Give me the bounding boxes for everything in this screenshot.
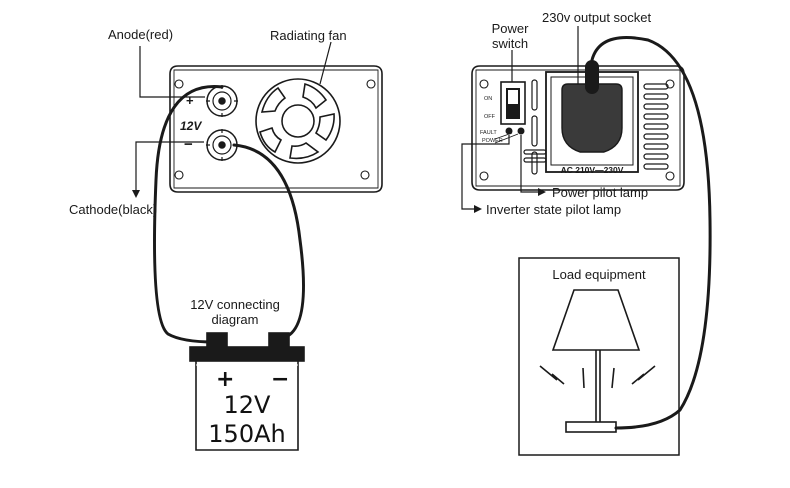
- battery-capacity: 150Ah: [208, 420, 285, 448]
- screw-icon: [479, 171, 489, 181]
- inverter-dc-panel: [169, 65, 383, 193]
- negative-terminal-icon: [206, 129, 238, 161]
- vent-slots: [523, 79, 669, 175]
- radiating-fan-label: Radiating fan: [270, 28, 347, 43]
- screw-icon: [174, 170, 184, 180]
- negative-sign: −: [184, 136, 193, 153]
- screw-icon: [479, 79, 489, 89]
- off-mark: OFF: [484, 114, 496, 120]
- anode-label: Anode(red): [108, 27, 173, 42]
- connecting-diagram-label-line1: 12V connecting: [190, 297, 280, 312]
- fault-lamp-icon: [505, 127, 513, 135]
- load-equipment-label: Load equipment: [552, 267, 646, 282]
- screw-icon: [174, 79, 184, 89]
- power-pilot-lamp-label: Power pilot lamp: [552, 185, 648, 200]
- inverter-state-lamp-label: Inverter state pilot lamp: [486, 202, 621, 217]
- lamp-icon: [539, 289, 656, 433]
- cathode-label: Cathode(black): [69, 202, 157, 217]
- positive-sign: +: [186, 93, 194, 108]
- leader-lines-left: [135, 41, 332, 192]
- screw-icon: [366, 79, 376, 89]
- positive-terminal-icon: [206, 85, 238, 117]
- arrow-icon: [538, 188, 546, 196]
- connecting-diagram-label-line2: diagram: [212, 312, 259, 327]
- power-switch-label-line1: Power: [492, 21, 530, 36]
- output-socket-label: 230v output socket: [542, 10, 652, 25]
- battery-icon: [189, 332, 305, 451]
- power-mark: POWER: [482, 138, 503, 144]
- output-socket[interactable]: [545, 60, 639, 173]
- arrow-icon: [132, 190, 140, 198]
- battery-cables: [153, 85, 305, 344]
- ac-power-cable: [590, 36, 712, 430]
- leader-lines-right: [461, 26, 579, 210]
- on-mark: ON: [484, 96, 492, 102]
- socket-rating: AC 210V—230V: [561, 165, 624, 175]
- arrow-icon: [474, 205, 482, 213]
- load-equipment-box: [518, 257, 680, 456]
- fan-icon: [255, 78, 341, 164]
- battery-plus: +: [216, 367, 234, 392]
- power-lamp-icon: [517, 127, 525, 135]
- voltage-mark: 12V: [180, 119, 202, 133]
- power-switch-label-line2: switch: [492, 36, 528, 51]
- power-switch[interactable]: [500, 81, 526, 125]
- battery-voltage: 12V: [224, 391, 272, 419]
- screw-icon: [665, 171, 675, 181]
- fault-mark: FAULT: [480, 130, 497, 136]
- battery-minus: −: [271, 367, 289, 392]
- screw-icon: [360, 170, 370, 180]
- lamp-connector-lines: [494, 132, 519, 144]
